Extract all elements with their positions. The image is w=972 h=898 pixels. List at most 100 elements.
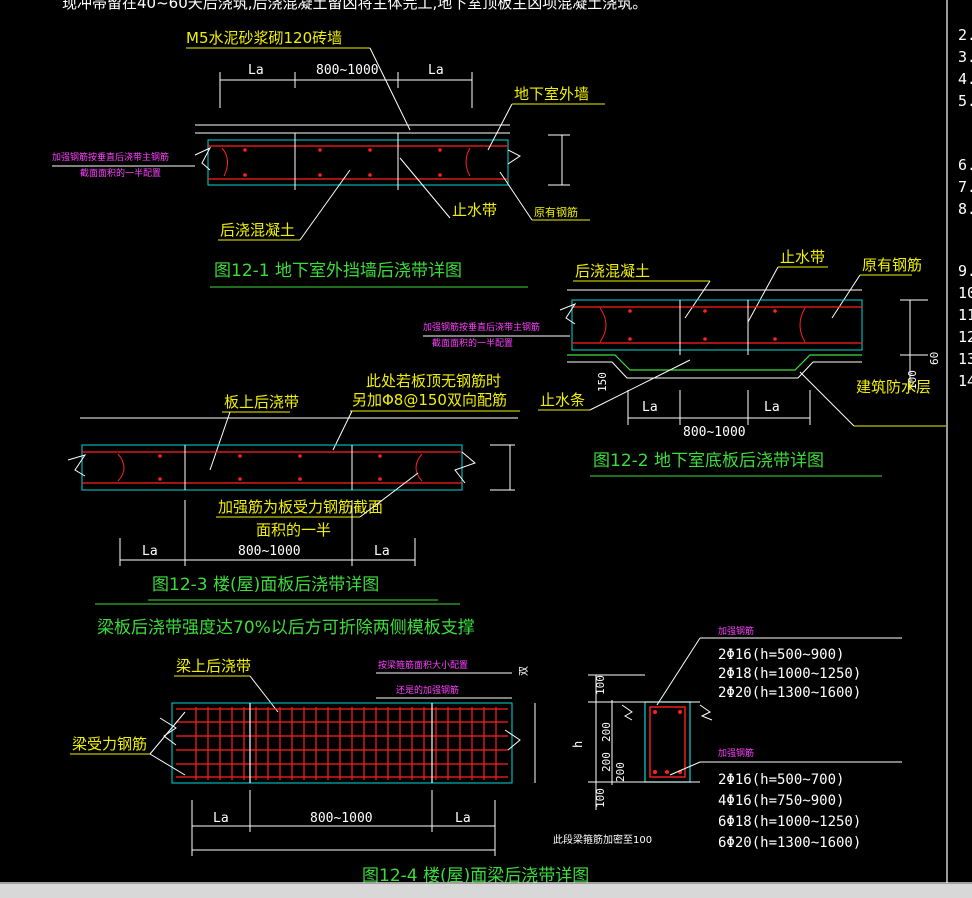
fig3-reinf-1: 加强筋为板受力钢筋截面	[218, 498, 383, 516]
fig2-rebar-dot	[703, 337, 707, 341]
fig3-note-2: 另加Φ8@150双向配筋	[352, 391, 507, 409]
fig3-rebar-dot	[378, 477, 382, 481]
section-outline	[644, 701, 691, 783]
top-note: 现冲帯留在40~60天后浇筑,后浇混凝土留凶将主体完工,地下室顶板主凶项混凝土浇…	[62, 0, 647, 12]
section-bar	[678, 710, 682, 714]
fig2-dim-la-left: La	[642, 400, 658, 415]
fig1-outer-wall-leader	[487, 103, 513, 151]
formwork-note: 梁板后浇带强度达70%以后方可折除两侧模板支撑	[97, 618, 475, 638]
fig1-dim-la-right: La	[428, 63, 444, 78]
fig1-note-left-2: 截面面积的一半配置	[80, 167, 161, 179]
fig2-waterstop-label: 止水带	[780, 248, 825, 266]
beam-section: 加强钢筋 2Φ16(h=500~900) 2Φ18(h=1000~1250) 2Φ2…	[571, 625, 902, 851]
right-list-item: 2.	[958, 26, 972, 44]
section-bar	[653, 770, 657, 774]
fig3-band-label: 板上后浇带	[224, 393, 299, 411]
section-bar	[653, 710, 657, 714]
fig2-dim-100: 100	[906, 370, 919, 390]
section-bottom-rebar-item: 6Φ20(h=1300~1600)	[718, 835, 861, 851]
fig1-caption: 图12-1 地下室外挡墙后浇带详图	[214, 261, 462, 281]
fig1-hook-left	[221, 147, 228, 177]
section-top-label: 加强钢筋	[718, 625, 754, 637]
section-break-right	[699, 704, 713, 721]
fig-12-1: M5水泥砂浆砌120砖墙 La 800~1000 La	[52, 29, 605, 288]
fig1-outer-wall-label: 地下室外墙	[514, 85, 589, 103]
fig3-caption: 图12-3 楼(屋)面板后浇带详图	[152, 575, 379, 595]
fig1-rebar-dot	[243, 173, 247, 177]
fig3-dim-mid: 800~1000	[238, 544, 301, 559]
section-dim-100-top: 100	[594, 675, 607, 695]
fig2-slab-outline	[571, 299, 863, 351]
fig3-dim-la-left: La	[142, 544, 158, 559]
fig3-rebar-dot	[378, 454, 382, 458]
fig2-hook-right	[799, 307, 806, 343]
right-list-item: 5.	[958, 92, 972, 110]
fig3-rebar-dot	[158, 454, 162, 458]
fig2-dim-150: 150	[596, 372, 609, 392]
section-bottom-rebar-item: 6Φ18(h=1000~1250)	[718, 814, 861, 830]
fig2-cushion-layer	[567, 361, 862, 379]
fig4-note-top: 按梁箍筋面积大小配置	[378, 659, 468, 671]
fig3-rebar-dot	[298, 454, 302, 458]
section-dim-h: h	[571, 741, 585, 748]
fig2-existing-label: 原有钢筋	[862, 256, 922, 274]
fig-12-4: 梁上后浇带 按梁箍筋面积大小配置 还是的加强钢筋 双 梁受力钢筋 La 800~…	[70, 657, 652, 886]
fig3-rebar-dot	[298, 477, 302, 481]
fig3-hook-right	[415, 453, 423, 482]
fig4-band-label: 梁上后浇带	[176, 657, 251, 675]
fig4-stirrup-note: 此段梁箍筋加密至100	[553, 833, 652, 846]
fig1-existing-label: 原有钢筋	[534, 205, 578, 219]
section-dim-200b: 200	[600, 752, 613, 772]
fig3-note-1: 此处若板顶无钢筋时	[366, 372, 501, 390]
section-stirrup	[649, 706, 686, 778]
fig2-rebar-dot	[773, 309, 777, 313]
fig3-rebar-dot	[158, 477, 162, 481]
right-list-item: 8.	[958, 200, 972, 218]
fig2-waterproof-layer	[567, 354, 862, 371]
fig2-waterproof-label: 建筑防水层	[856, 378, 931, 396]
fig1-rebar-dot	[438, 173, 442, 177]
right-list-item: 7.	[958, 178, 972, 196]
fig4-band-leader	[249, 675, 279, 713]
fig2-rebar-dot	[628, 337, 632, 341]
fig2-waterproof-leader	[799, 371, 855, 427]
fig2-existing-leader	[831, 274, 861, 319]
fig4-main-label: 梁受力钢筋	[72, 735, 147, 753]
section-top-leader	[656, 637, 701, 706]
fig-12-2: 后浇混凝土 止水带 原有钢筋 60 100 150 加强钢筋按	[423, 248, 946, 477]
fig1-rebar-dot	[368, 148, 372, 152]
fig1-rebar-dot	[368, 173, 372, 177]
fig4-caption: 图12-4 楼(屋)面梁后浇带详图	[362, 866, 589, 886]
fig4-main-leader-1	[149, 711, 186, 755]
fig2-dim-60: 60	[928, 352, 941, 365]
fig4-dim-la-left: La	[213, 811, 229, 826]
fig2-dim-la-right: La	[764, 400, 780, 415]
fig1-note-left-1: 加强钢筋按垂直后浇带主钢筋	[52, 151, 169, 163]
fig3-reinf-2: 面积的一半	[256, 521, 331, 539]
section-dim-200: 200	[600, 722, 613, 742]
fig4-note-added: 还是的加强钢筋	[396, 684, 459, 696]
right-list-item: 14	[958, 372, 972, 390]
fig2-hook-left	[599, 307, 607, 343]
fig2-break-left	[559, 302, 577, 325]
fig4-main-leader-2	[149, 753, 186, 776]
right-list-item: 4.	[958, 70, 972, 88]
fig1-wall-label: M5水泥砂浆砌120砖墙	[186, 29, 342, 47]
section-top-rebar-item: 2Φ16(h=500~900)	[718, 647, 844, 663]
fig2-strip-leader	[589, 359, 691, 411]
section-top-rebar-list: 2Φ16(h=500~900) 2Φ18(h=1000~1250) 2Φ20(h=1…	[718, 647, 861, 701]
section-dim-100-bottom: 100	[594, 788, 607, 808]
fig4-dim-la-right: La	[455, 811, 471, 826]
fig2-pour-label: 后浇混凝土	[575, 262, 650, 280]
fig1-rebar-dot	[318, 173, 322, 177]
right-list-item: 9.	[958, 262, 972, 280]
section-top-rebar-item: 2Φ20(h=1300~1600)	[718, 685, 861, 701]
fig1-hook-right	[465, 147, 471, 177]
section-top-rebar-item: 2Φ18(h=1000~1250)	[718, 666, 861, 682]
fig-12-3: 板上后浇带 此处若板顶无钢筋时 另加Φ8@150双向配筋 加强筋为板受力钢筋截面…	[67, 372, 520, 601]
fig1-waterstop-label: 止水带	[452, 201, 497, 219]
fig2-note-left-1: 加强钢筋按垂直后浇带主钢筋	[423, 321, 540, 333]
fig1-existing-leader	[499, 171, 533, 221]
fig1-rebar-dot	[318, 148, 322, 152]
fig1-dim-la-left: La	[248, 63, 264, 78]
